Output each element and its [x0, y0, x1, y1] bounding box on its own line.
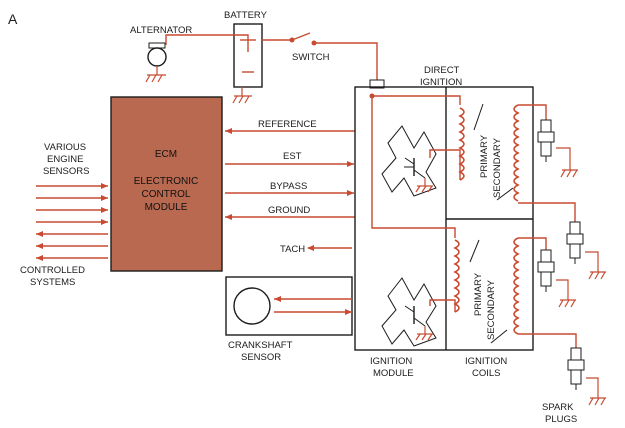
battery-label: BATTERY	[224, 10, 268, 21]
spark-plug-1	[537, 119, 578, 178]
crankshaft-wheel	[233, 287, 271, 325]
ignition-coils-label-1: IGNITION	[465, 356, 507, 367]
lower-primary-label: PRIMARY	[473, 272, 484, 316]
lower-secondary-label: SECONDARY	[486, 279, 497, 340]
ecm-label-1: ECM	[155, 149, 177, 160]
sensor-input-arrows	[36, 183, 108, 225]
alternator-label: ALTERNATOR	[130, 25, 192, 36]
controlled-label-2: SYSTEMS	[30, 277, 75, 288]
est-label: EST	[283, 151, 302, 162]
ignition-module-label-2: MODULE	[373, 368, 414, 379]
crankshaft-label-1: CRANKSHAFT	[228, 340, 293, 351]
ecm-box	[110, 96, 223, 272]
bypass-label: BYPASS	[270, 181, 307, 192]
spark-plug-3	[537, 249, 576, 308]
upper-primary-label: PRIMARY	[479, 134, 490, 178]
spark-plugs-label-1: SPARK	[542, 402, 574, 413]
sensors-label-3: SENSORS	[43, 166, 89, 177]
controlled-output-arrows	[36, 231, 108, 261]
upper-primary-coil	[458, 107, 465, 181]
ignition-module-label-1: IGNITION	[370, 356, 412, 367]
reference-label: REFERENCE	[258, 119, 317, 130]
sensors-label-1: VARIOUS	[44, 142, 86, 153]
ecm-label-2: ELECTRONIC	[134, 176, 198, 187]
upper-secondary-coil	[513, 104, 520, 202]
controlled-label-1: CONTROLLED	[20, 265, 85, 276]
switch-blade	[291, 32, 311, 41]
battery	[232, 23, 263, 104]
switch-label: SWITCH	[292, 52, 330, 63]
crankshaft-sensor-box	[225, 276, 353, 336]
crankshaft-label-2: SENSOR	[241, 352, 281, 363]
ecm-label-3: CONTROL	[142, 189, 191, 200]
upper-secondary-label: SECONDARY	[492, 137, 503, 198]
lower-secondary-coil	[513, 237, 520, 335]
ecm-label-4: MODULE	[145, 202, 188, 213]
figure-letter: A	[8, 11, 18, 27]
spark-plug-4	[567, 347, 606, 406]
direct-ignition-label-1: DIRECT	[424, 65, 460, 76]
direct-ignition-label-2: IGNITION	[420, 77, 462, 88]
ground-label: GROUND	[268, 205, 310, 216]
alternator	[145, 42, 167, 83]
tach-label: TACH	[280, 244, 305, 255]
spark-plugs-label-2: PLUGS	[545, 414, 577, 425]
spark-plug-2	[566, 221, 606, 280]
sensors-label-2: ENGINE	[47, 154, 83, 165]
lower-primary-coil	[453, 239, 460, 313]
ignition-coils-label-2: COILS	[472, 368, 501, 379]
